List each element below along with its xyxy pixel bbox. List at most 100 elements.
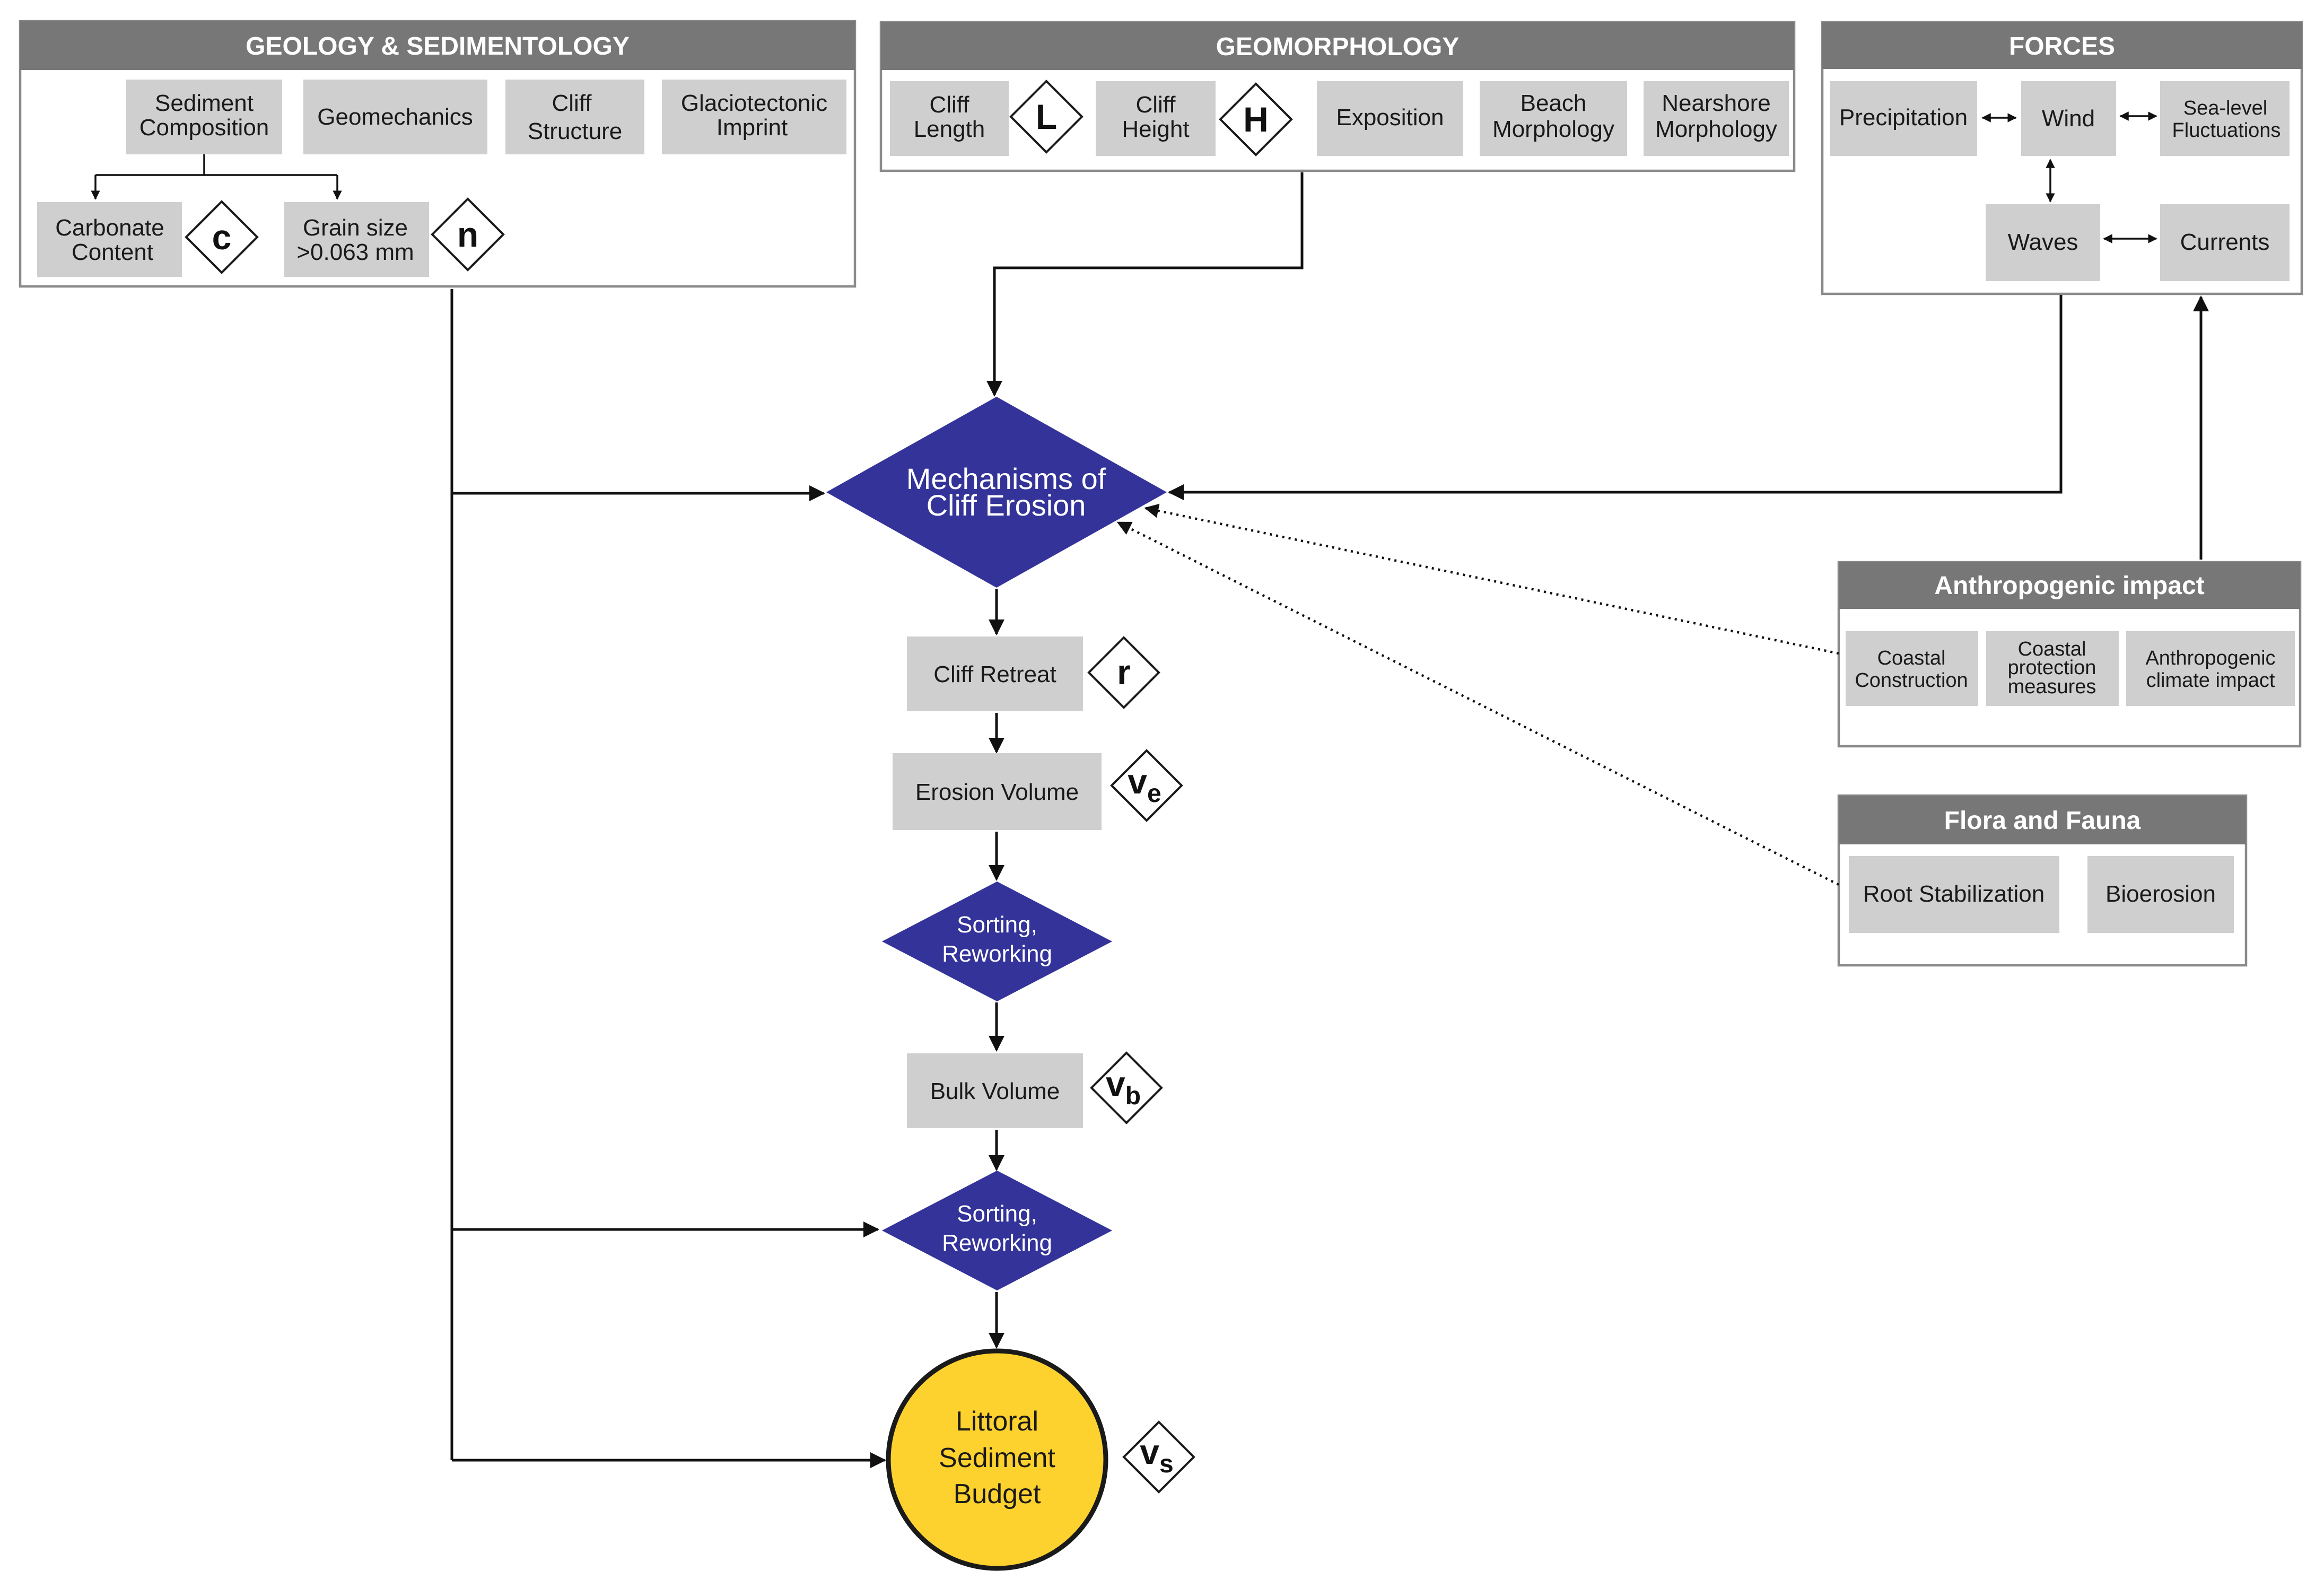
wind-box: Wind (2021, 81, 2116, 156)
mechanisms-line2: Cliff Erosion (927, 488, 1086, 522)
forces-to-mechanisms-arrow (1168, 295, 2063, 500)
coastal-protection-box: Coastal protection measures (1986, 631, 2119, 706)
cliff-structure-box: Cliff Structure (505, 80, 644, 154)
currents-box: Currents (2160, 204, 2290, 281)
cliff-retreat-symbol-text: r (1117, 652, 1131, 692)
sorting1-line1: Sorting, (957, 912, 1037, 938)
coastal-protection-line3: measures (2008, 676, 2096, 698)
grain-size-symbol: n (431, 197, 505, 272)
carbonate-line2: Content (72, 239, 153, 265)
coastal-construction-line1: Coastal (1877, 647, 1946, 669)
glaciotectonic-line2: Imprint (717, 115, 788, 141)
bulk-volume-symbol-text: vb (1106, 1064, 1141, 1110)
anthropogenic-panel-header (1839, 562, 2300, 609)
geology-panel-title: GEOLOGY & SEDIMENTOLOGY (246, 32, 630, 60)
erosion-volume-symbol: ve (1110, 749, 1183, 822)
sea-level-box: Sea-level Fluctuations (2160, 81, 2290, 156)
geology-panel-header (20, 21, 855, 70)
beach-morphology-line2: Morphology (1492, 116, 1614, 142)
coastal-protection-line2: protection (2008, 657, 2096, 679)
budget-line1: Littoral (956, 1406, 1038, 1437)
cliff-length-line1: Cliff (930, 92, 970, 118)
cliff-length-box: Cliff Length (890, 81, 1009, 156)
geomorphology-panel: GEOMORPHOLOGY Cliff Length L Cliff Heigh… (879, 21, 1796, 172)
anthropogenic-impact-panel: Anthropogenic impact Coastal Constructio… (1837, 561, 2302, 748)
bulk-volume-label: Bulk Volume (930, 1078, 1060, 1104)
precipitation-box: Precipitation (1830, 81, 1977, 156)
grain-size-line2: >0.063 mm (296, 239, 414, 265)
sorting1-line2: Reworking (942, 941, 1052, 967)
flora-fauna-panel-title: Flora and Fauna (1944, 807, 2141, 835)
cliff-height-box: Cliff Height (1096, 81, 1216, 156)
cliff-structure-line2: Structure (528, 118, 623, 144)
cliff-retreat-box: Cliff Retreat (907, 636, 1083, 711)
coastal-construction-line2: Construction (1855, 669, 1968, 692)
exposition-box: Exposition (1317, 81, 1463, 156)
beach-morphology-box: Beach Morphology (1480, 81, 1627, 156)
bioerosion-label: Bioerosion (2105, 881, 2216, 907)
nearshore-morphology-line1: Nearshore (1662, 90, 1770, 116)
sorting2-line2: Reworking (942, 1230, 1052, 1256)
geomechanics-box: Geomechanics (303, 80, 487, 154)
geomorphology-to-mechanisms-arrow (986, 172, 1304, 397)
flora-fauna-panel-header (1839, 796, 2246, 844)
sediment-composition-line1: Sediment (155, 90, 254, 116)
beach-morphology-line1: Beach (1521, 90, 1587, 116)
grain-size-line1: Grain size (303, 215, 408, 241)
glaciotectonic-line1: Glaciotectonic (681, 90, 827, 116)
erosion-volume-label: Erosion Volume (915, 779, 1079, 805)
climate-impact-line1: Anthropogenic (2145, 647, 2275, 669)
mechanisms-line1: Mechanisms of (906, 462, 1106, 495)
sorting-reworking-1: Sorting, Reworking (882, 882, 1112, 1001)
cliff-length-line2: Length (914, 116, 985, 142)
forces-panel-header (1822, 22, 2302, 69)
budget-line2: Sediment (939, 1443, 1055, 1473)
budget-symbol-text: vs (1140, 1432, 1173, 1478)
exposition-label: Exposition (1336, 104, 1444, 130)
cliff-structure-line1: Cliff (552, 90, 592, 116)
budget-symbol-base: v (1140, 1432, 1159, 1471)
sediment-composition-line2: Composition (139, 115, 269, 141)
sediment-composition-box: Sediment Composition (126, 80, 282, 154)
bulk-symbol-sub: b (1125, 1082, 1141, 1110)
erosion-symbol-sub: e (1147, 780, 1161, 808)
geomorphology-panel-title: GEOMORPHOLOGY (1216, 33, 1460, 61)
cliff-retreat-label: Cliff Retreat (933, 661, 1056, 687)
bulk-symbol-base: v (1106, 1064, 1125, 1103)
mechanisms-of-cliff-erosion: Mechanisms of Cliff Erosion (826, 397, 1167, 588)
carbonate-symbol: c (185, 200, 259, 274)
forces-panel-title: FORCES (2009, 32, 2115, 60)
currents-label: Currents (2180, 229, 2270, 255)
climate-impact-box: Anthropogenic climate impact (2126, 631, 2295, 706)
flora-fauna-to-mechanisms-dotted (1116, 521, 1840, 886)
geomorphology-panel-header (881, 22, 1794, 70)
grain-size-symbol-text: n (457, 215, 478, 254)
sea-level-line2: Fluctuations (2172, 119, 2281, 142)
waves-box: Waves (1986, 204, 2100, 281)
sea-level-line1: Sea-level (2183, 97, 2267, 119)
geomechanics-label: Geomechanics (317, 104, 473, 130)
root-stabilization-box: Root Stabilization (1849, 856, 2059, 933)
carbonate-symbol-text: c (212, 217, 232, 257)
nearshore-morphology-line2: Morphology (1655, 116, 1777, 142)
coastal-protection-line1: Coastal (2018, 638, 2086, 660)
littoral-sediment-budget: Littoral Sediment Budget (886, 1348, 1108, 1571)
cliff-height-symbol-text: H (1243, 100, 1269, 139)
wind-label: Wind (2042, 106, 2095, 132)
forces-panel: FORCES Precipitation Wind Sea-level Fluc… (1821, 21, 2303, 295)
erosion-volume-symbol-text: ve (1128, 762, 1161, 808)
budget-symbol-sub: s (1159, 1450, 1174, 1478)
erosion-volume-box: Erosion Volume (893, 753, 1102, 830)
carbonate-line1: Carbonate (55, 215, 164, 241)
budget-line3: Budget (954, 1479, 1041, 1510)
root-stabilization-label: Root Stabilization (1863, 881, 2045, 907)
waves-label: Waves (2008, 229, 2078, 255)
bulk-volume-box: Bulk Volume (907, 1053, 1083, 1128)
cliff-retreat-symbol: r (1087, 636, 1160, 709)
precipitation-label: Precipitation (1839, 104, 1968, 130)
grain-size-box: Grain size >0.063 mm (284, 202, 429, 277)
climate-impact-line2: climate impact (2146, 669, 2275, 692)
carbonate-content-box: Carbonate Content (37, 202, 182, 277)
cliff-height-line2: Height (1122, 116, 1189, 142)
